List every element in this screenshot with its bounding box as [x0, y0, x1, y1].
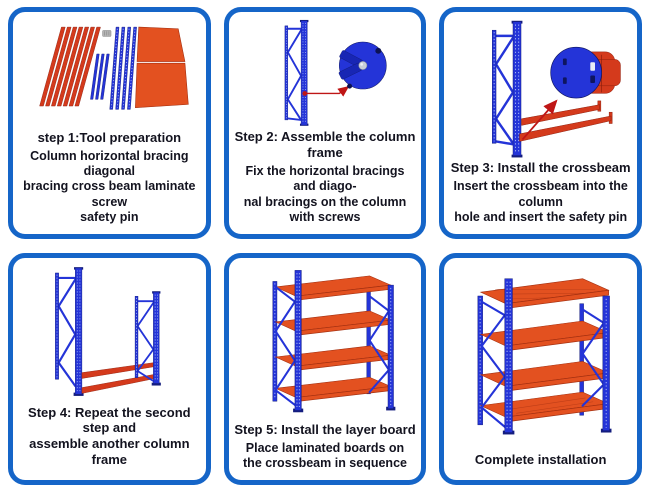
- right-column-frame: [134, 291, 161, 386]
- step-panel-3: Step 3: Install the crossbeam Insert the…: [439, 7, 642, 239]
- step-panel-2: Step 2: Assemble the column frame Fix th…: [223, 7, 427, 239]
- right-bracings: [368, 295, 390, 394]
- step-title: Step 2: Assemble the column frame: [234, 129, 416, 161]
- step-title: Step 4: Repeat the second step and assem…: [28, 404, 191, 468]
- screw-pack: [102, 30, 112, 37]
- crossbeams: [519, 100, 613, 142]
- step-panel-6: Complete installation: [439, 253, 642, 485]
- laminate-boards: [135, 26, 189, 109]
- back-right-post: [579, 303, 585, 416]
- front-column: [300, 20, 308, 126]
- horizontal-bracings: [90, 53, 110, 100]
- callout-arrow: [522, 99, 558, 141]
- step-panel-5: Step 5: Install the layer board Place la…: [223, 253, 427, 485]
- complete-rack-illustration: [449, 263, 632, 450]
- bracings: [286, 27, 302, 121]
- disassembled-parts-illustration: [18, 17, 201, 128]
- front-right-post: [387, 284, 394, 409]
- beam-connector-zoom: [550, 46, 622, 99]
- column-frame-illustration: [234, 17, 417, 127]
- step-title: Step 5: Install the layer board: [234, 421, 416, 437]
- callout-dot: [302, 91, 307, 96]
- step-title: Complete installation: [474, 452, 607, 468]
- step-description: Fix the horizontal bracings and diago- n…: [243, 164, 407, 224]
- left-bracings: [273, 285, 296, 406]
- columns: [109, 26, 137, 110]
- callout-arrow: [306, 86, 349, 97]
- screw-bolt: [358, 61, 367, 70]
- layer-boards: [274, 275, 392, 403]
- bracings: [494, 34, 515, 146]
- front-left-post: [294, 270, 302, 411]
- layer-board-illustration: [234, 263, 417, 420]
- crossbeam-install-illustration: [449, 17, 632, 158]
- step-title: Step 3: Install the crossbeam: [450, 160, 631, 176]
- left-bracings: [480, 300, 507, 428]
- right-bracings: [581, 308, 606, 407]
- front-right-post: [602, 295, 611, 431]
- step-panel-4: Step 4: Repeat the second step and assem…: [8, 253, 211, 485]
- step-title: step 1:Tool preparation: [37, 129, 182, 145]
- back-left-post: [272, 281, 277, 402]
- two-frames-illustration: [18, 263, 201, 403]
- front-left-post: [504, 278, 514, 433]
- step-panel-1: step 1:Tool preparation Column horizonta…: [8, 7, 211, 239]
- crossbeam-stack: [39, 26, 101, 107]
- left-column-frame: [55, 267, 84, 396]
- screw-detail-zoom: [338, 41, 387, 90]
- layer-boards: [480, 278, 610, 423]
- step-description: Insert the crossbeam into the column hol…: [453, 179, 628, 224]
- front-column: [513, 21, 522, 156]
- step-description: Column horizontal bracing diagonal braci…: [23, 148, 196, 224]
- step-description: Place laminated boards on the crossbeam …: [243, 440, 407, 470]
